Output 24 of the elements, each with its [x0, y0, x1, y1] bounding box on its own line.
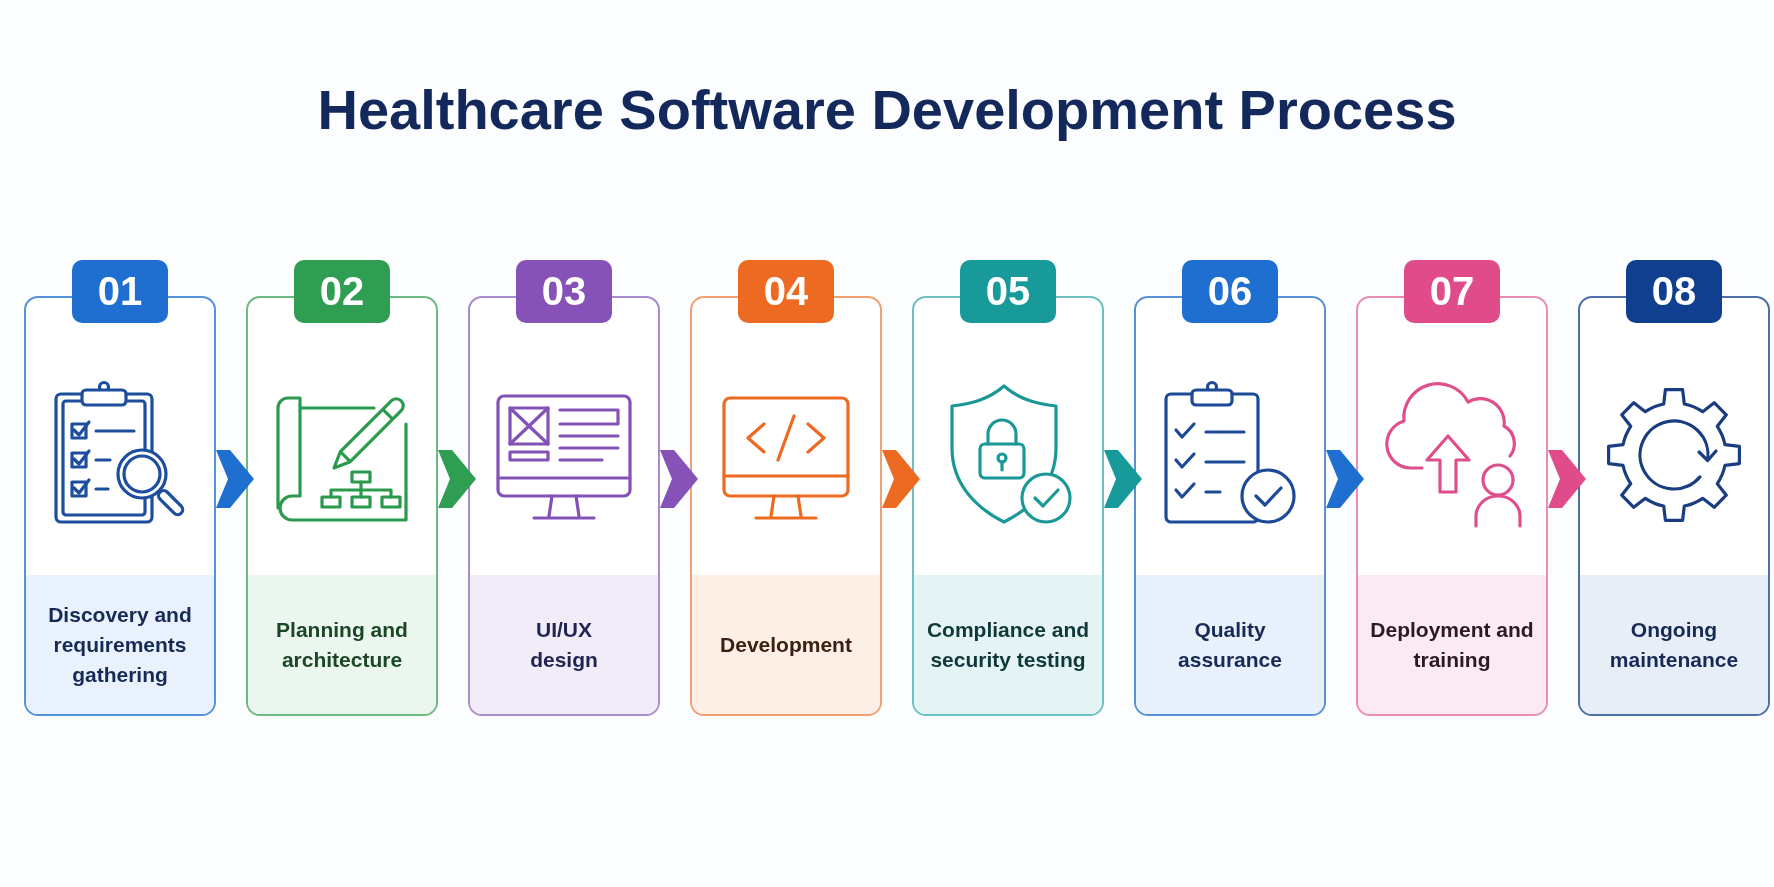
step-number-badge: 01 — [72, 260, 168, 323]
chevron-arrow — [1104, 450, 1142, 508]
step-number-badge: 02 — [294, 260, 390, 323]
step-label: Discovery and requirements gathering — [47, 601, 193, 688]
step-number-badge: 03 — [516, 260, 612, 323]
chevron-arrow — [216, 450, 254, 508]
chevron-arrow — [438, 450, 476, 508]
step-label: Ongoing maintenance — [1608, 616, 1740, 673]
chevron-arrow — [882, 450, 920, 508]
step-label: Deployment and training — [1369, 616, 1535, 673]
step-label: Compliance and security testing — [925, 616, 1091, 673]
diagram-title: Healthcare Software Development Process — [317, 77, 1457, 143]
step-number-badge: 07 — [1404, 260, 1500, 323]
chevron-arrow — [1326, 450, 1364, 508]
step-number-badge: 08 — [1626, 260, 1722, 323]
step-number-badge: 05 — [960, 260, 1056, 323]
step-label: Development — [720, 631, 852, 658]
step-number-badge: 04 — [738, 260, 834, 323]
chevron-arrow — [1548, 450, 1586, 508]
chevron-arrow — [660, 450, 698, 508]
step-label: Planning and architecture — [275, 616, 409, 673]
step-label: UI/UX design — [529, 616, 599, 673]
step-label: Quality assurance — [1177, 616, 1283, 673]
step-number-badge: 06 — [1182, 260, 1278, 323]
